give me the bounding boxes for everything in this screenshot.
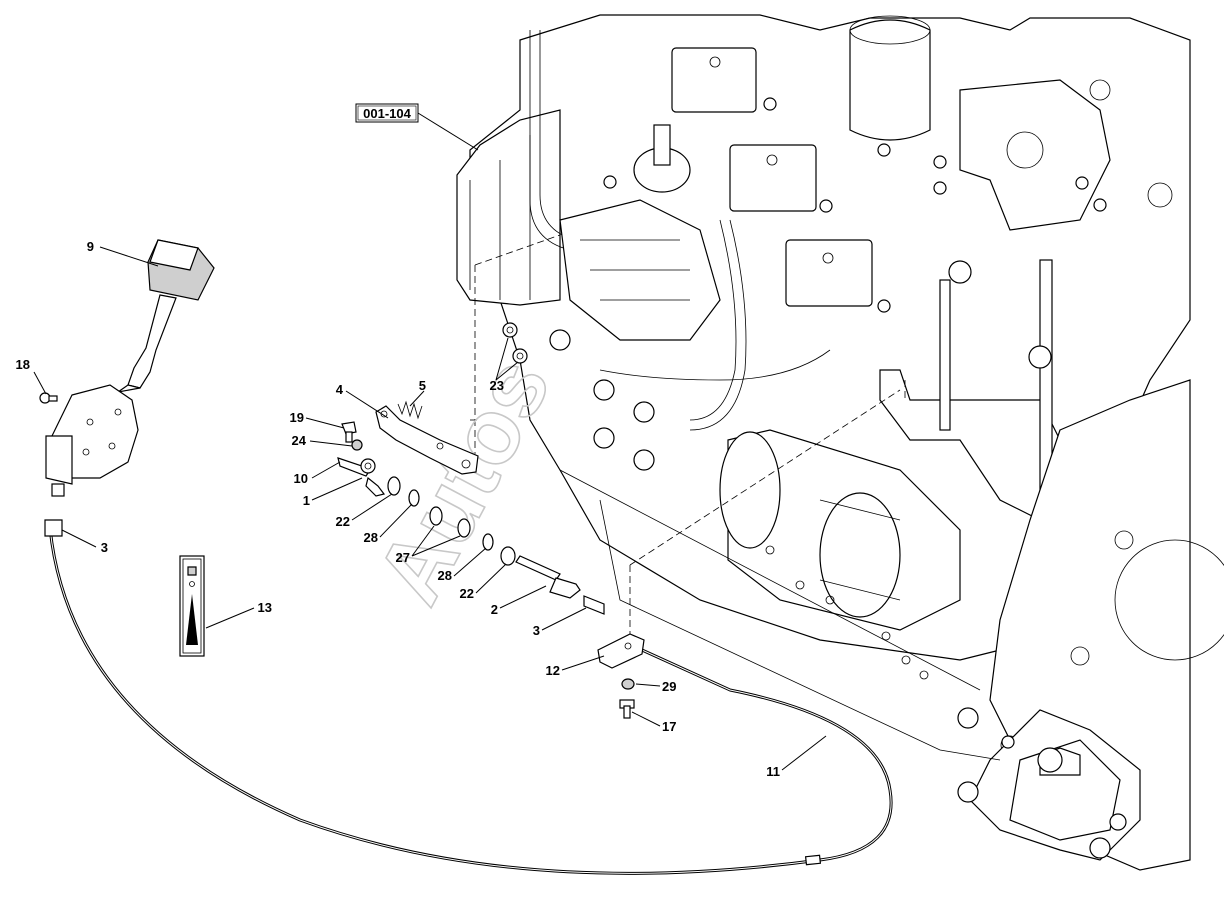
callout-28-lower: 28: [438, 568, 452, 583]
callout-27: 27: [396, 550, 410, 565]
throttle-decal: [179, 555, 205, 657]
callout-22-upper: 22: [336, 514, 350, 529]
callout-24: 24: [292, 433, 307, 448]
reference-code: 001-104: [363, 106, 411, 121]
callout-23: 23: [490, 378, 504, 393]
throttle-cable: [44, 519, 893, 875]
callout-17: 17: [662, 719, 676, 734]
callout-4: 4: [336, 382, 344, 397]
callout-1: 1: [303, 493, 310, 508]
callout-19: 19: [290, 410, 304, 425]
callout-2: 2: [491, 602, 498, 617]
linkage-parts: [337, 322, 645, 719]
callout-18: 18: [16, 357, 30, 372]
engine-assembly: [456, 14, 1224, 871]
leader-lines: [33, 246, 827, 771]
callout-9: 9: [87, 239, 94, 254]
throttle-pedal: [39, 239, 215, 497]
callout-13: 13: [258, 600, 272, 615]
callout-29: 29: [662, 679, 676, 694]
reference-box: 001-104: [355, 103, 479, 151]
callout-5: 5: [419, 378, 426, 393]
callout-12: 12: [546, 663, 560, 678]
callout-3-cable: 3: [533, 623, 540, 638]
callout-11: 11: [766, 764, 780, 779]
callout-3-pedal: 3: [101, 540, 108, 555]
callout-10: 10: [294, 471, 308, 486]
callout-labels: 9 18 3 13 4 5 19 24 10 1 22 28 27 28 22 …: [16, 239, 780, 779]
callout-28-upper: 28: [364, 530, 378, 545]
callout-22-lower: 22: [460, 586, 474, 601]
